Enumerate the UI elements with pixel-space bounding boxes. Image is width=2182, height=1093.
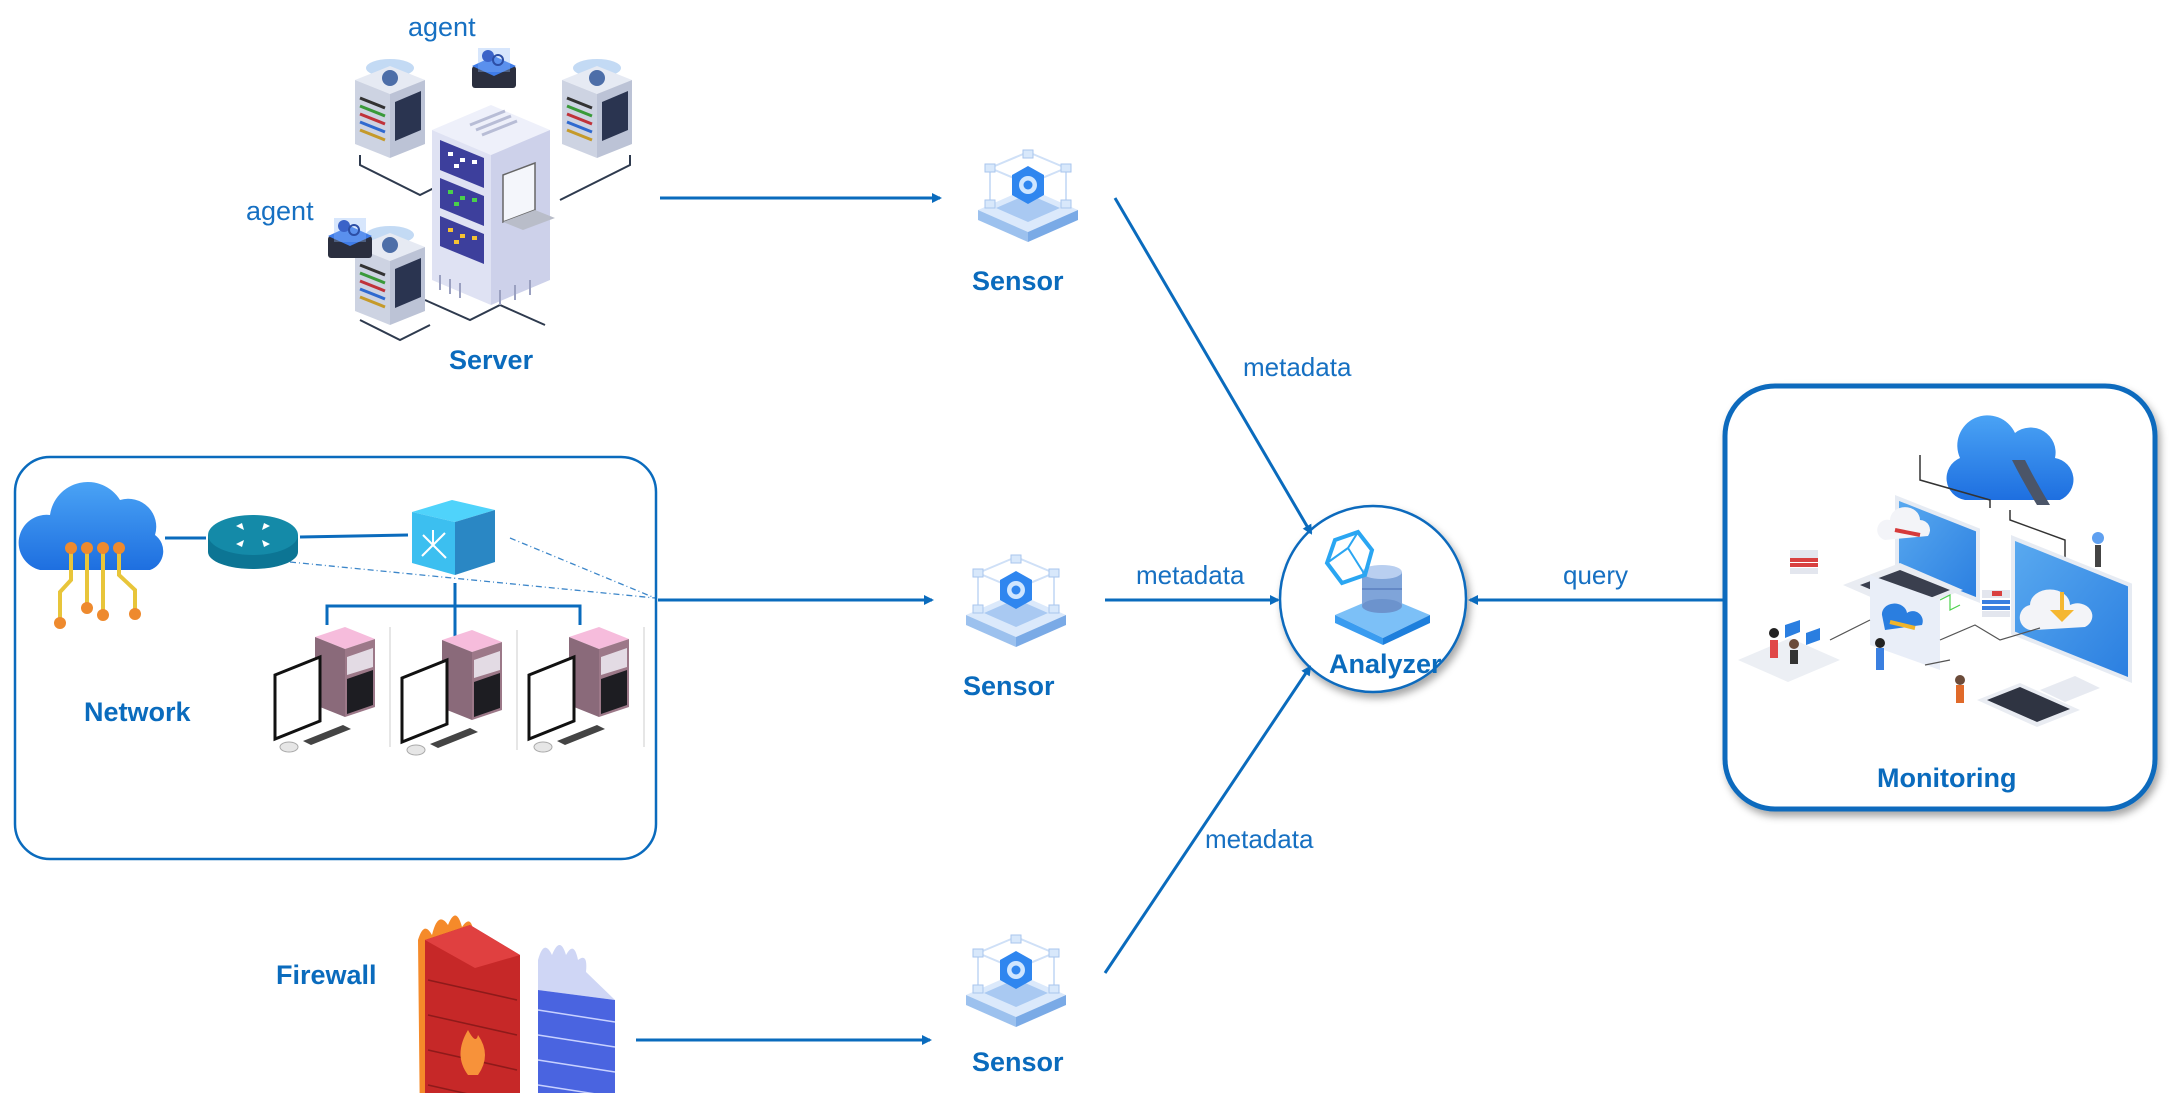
sensor-label: Sensor xyxy=(972,1047,1064,1077)
edge-sensor3-to-analyzer xyxy=(1103,665,1312,974)
sensor-label: Sensor xyxy=(963,671,1055,701)
sensor-icon xyxy=(965,934,1067,1028)
analyzer-node xyxy=(1278,504,1468,694)
monitoring-group xyxy=(1722,383,2158,812)
router-icon xyxy=(208,515,298,569)
switch-icon xyxy=(412,500,495,575)
server-label: Server xyxy=(449,345,534,375)
database-analyzer-icon xyxy=(1324,529,1430,645)
agent-label: agent xyxy=(246,196,314,226)
agent-icon xyxy=(471,47,517,89)
firewall-label: Firewall xyxy=(276,960,377,990)
edge-label-query: query xyxy=(1563,560,1629,590)
server-node-icon xyxy=(353,56,427,160)
agent-label: agent xyxy=(408,12,476,42)
edge-label-metadata: metadata xyxy=(1136,560,1245,590)
server-cluster-icon xyxy=(327,47,634,342)
agent-icon xyxy=(327,217,373,259)
server-node-icon xyxy=(560,56,634,160)
sensor-icon xyxy=(977,149,1079,243)
cloud-icon xyxy=(18,481,164,629)
edges xyxy=(636,193,1725,1045)
edge-label-metadata: metadata xyxy=(1205,824,1314,854)
edge-label-metadata: metadata xyxy=(1243,352,1352,382)
analyzer-label: Analyzer xyxy=(1329,649,1442,679)
edge-sensor1-to-analyzer xyxy=(1113,197,1313,535)
monitoring-illustration-icon xyxy=(1738,415,2132,727)
network-group xyxy=(13,455,658,861)
sensor-icon xyxy=(965,554,1067,648)
firewall-icon xyxy=(418,915,616,1093)
network-label: Network xyxy=(84,697,191,727)
sensor-label: Sensor xyxy=(972,266,1064,296)
server-tower-icon xyxy=(432,105,555,305)
monitoring-label: Monitoring xyxy=(1877,763,2017,793)
